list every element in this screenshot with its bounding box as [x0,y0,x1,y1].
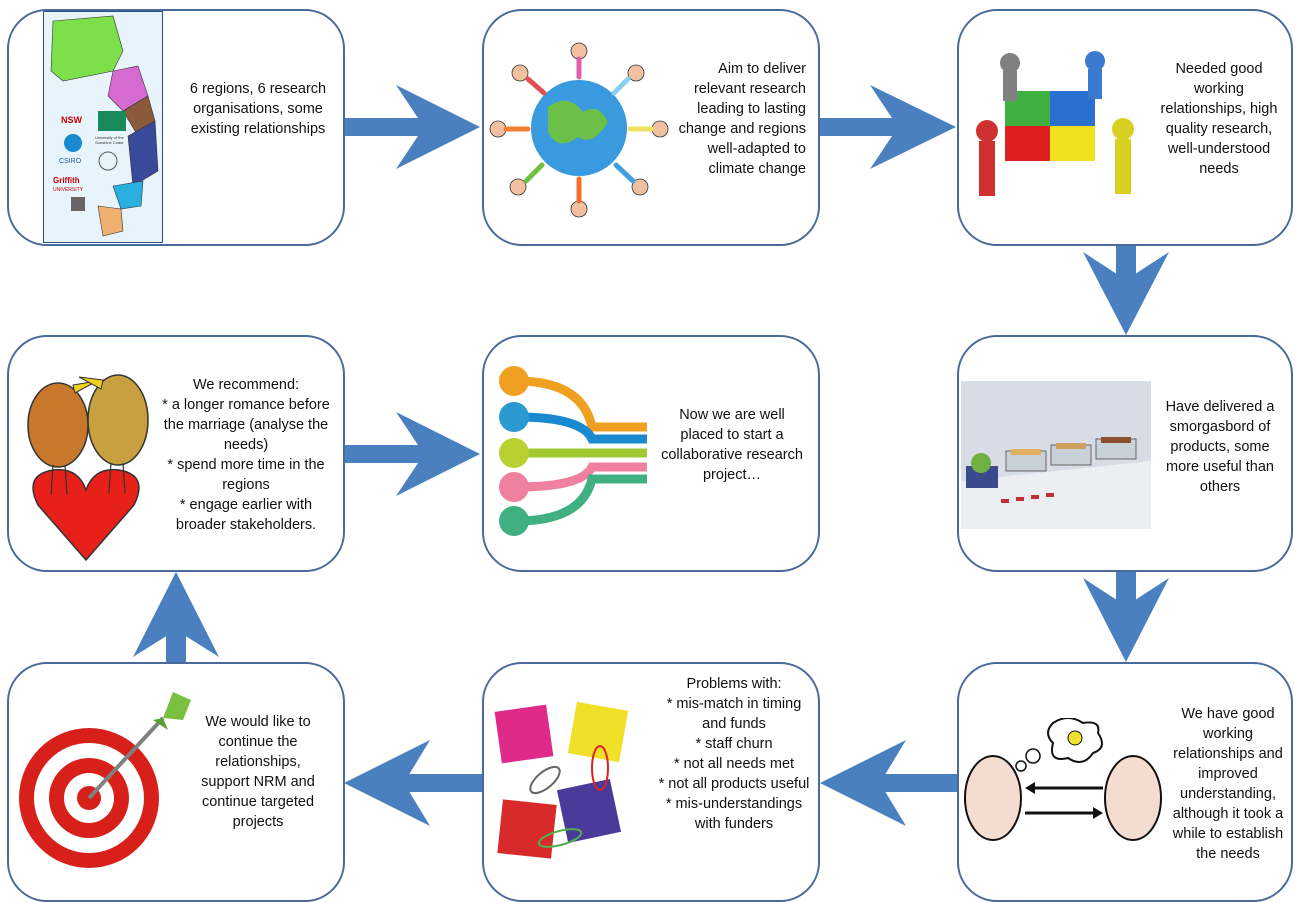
converging-people-image [492,357,656,553]
arrow-right-3 [344,412,480,496]
arrow-right-2 [818,85,956,169]
arrow-down-2 [1083,572,1169,662]
arrow-down-1 [1083,245,1169,335]
svg-text:Sunshine Coast: Sunshine Coast [95,140,124,145]
step-text-3: Needed good working relationships, high … [1160,61,1278,177]
step-box-1: NSW CSIRO Griffith UNIVERSITY University… [7,9,345,246]
puzzle-pieces-image [490,698,648,868]
dart-target-image [13,690,191,886]
step-text-7: We would like to continue the relationsh… [201,714,315,830]
step-text-6: Have delivered a smorgasbord of products… [1165,399,1275,495]
step-box-9: We have good working relationships and i… [957,662,1293,902]
step-box-5: Now we are well placed to start a collab… [482,335,820,572]
step-box-2: Aim to deliver relevant research leading… [482,9,820,246]
svg-text:CSIRO: CSIRO [59,158,82,165]
kissing-birds-image [13,345,159,565]
step-box-3: Needed good working relationships, high … [957,9,1293,246]
globe-children-image [488,37,670,219]
svg-text:University of the: University of the [95,135,124,140]
step-box-6: Have delivered a smorgasbord of products… [957,335,1293,572]
step-text-4: We recommend: * a longer romance before … [162,377,330,533]
svg-text:UNIVERSITY: UNIVERSITY [53,187,84,193]
arrow-left-2 [344,740,484,826]
arrow-left-1 [820,740,958,826]
svg-text:NSW: NSW [61,115,83,125]
step-box-8: Problems with: * mis-match in timing and… [482,662,820,902]
step-text-1: 6 regions, 6 research organisations, som… [189,81,327,137]
step-box-4: We recommend: * a longer romance before … [7,335,345,572]
svg-text:Griffith: Griffith [53,176,80,185]
step-text-2: Aim to deliver relevant research leading… [678,61,806,177]
puzzle-people-image [965,41,1145,221]
two-faces-image [963,717,1167,848]
step-text-5: Now we are well placed to start a collab… [661,407,803,483]
step-text-9: We have good working relationships and i… [1172,706,1284,862]
step-text-8: Problems with: * mis-match in timing and… [658,676,810,832]
arrow-right-1 [344,85,480,169]
buffet-image [961,381,1151,529]
step-box-7: We would like to continue the relationsh… [7,662,345,902]
arrow-up-1 [133,572,219,663]
regions-map-image: NSW CSIRO Griffith UNIVERSITY University… [42,11,164,244]
